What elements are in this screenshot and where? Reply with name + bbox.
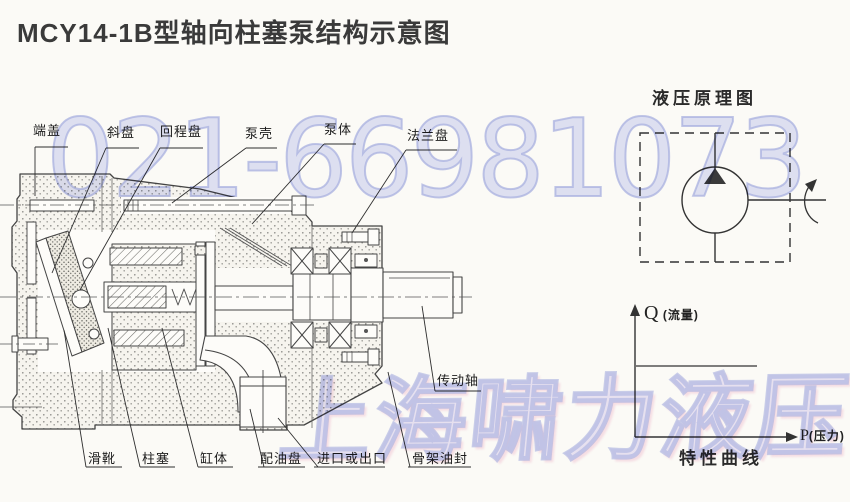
- label-slipper: 滑靴: [88, 451, 117, 466]
- flange-studs: [341, 228, 380, 366]
- label-inlet-outlet: 进口或出口: [317, 451, 388, 466]
- leader-piston: [107, 327, 175, 468]
- inner-shaft: [214, 285, 294, 311]
- ball-joint: [71, 289, 91, 309]
- shaft-tip: [452, 276, 463, 314]
- label-oil-seal: 骨架油封: [412, 451, 469, 466]
- leader-swash-plate: [51, 147, 139, 274]
- label-valve-plate: 配油盘: [260, 451, 303, 466]
- q-unit: (流量): [662, 308, 699, 322]
- pump-cross-section: [0, 173, 472, 433]
- p-axis-label: P(压力): [800, 427, 845, 445]
- label-pump-body: 泵体: [324, 122, 353, 137]
- label-return-plate: 回程盘: [160, 124, 203, 139]
- bearing-top: [290, 247, 352, 275]
- leader-cylinder: [161, 327, 233, 468]
- swash-plate-shape: [45, 230, 105, 353]
- ball-bearings: [290, 247, 352, 349]
- inlet-outlet-elbow: [199, 335, 287, 433]
- curve-title: 特性曲线: [679, 449, 763, 468]
- leader-slipper: [63, 329, 122, 468]
- label-drive-shaft: 传动轴: [437, 373, 480, 388]
- schematic-title: 液压原理图: [652, 89, 757, 108]
- end-cover-slot: [26, 221, 37, 285]
- rotation-arrowhead: [805, 179, 817, 192]
- label-piston: 柱塞: [142, 451, 171, 466]
- p-symbol: P: [800, 427, 809, 444]
- p-unit: (压力): [808, 429, 845, 443]
- leader-lines: [34, 143, 481, 468]
- slipper-shape: [82, 257, 94, 269]
- flow-triangle: [704, 168, 726, 184]
- label-flange: 法兰盘: [407, 128, 450, 143]
- label-cylinder: 缸体: [200, 451, 229, 466]
- leader-inlet-outlet: [277, 417, 385, 468]
- label-swash-plate: 斜盘: [107, 125, 136, 140]
- piston-upper: [109, 247, 183, 266]
- leader-return-plate: [79, 147, 203, 291]
- oil-passage-lines: [219, 227, 293, 267]
- piston-lower: [113, 329, 185, 347]
- characteristic-curve-plot: [630, 304, 798, 442]
- p-axis-arrowhead: [786, 432, 798, 442]
- leader-pump-shell: [171, 147, 277, 204]
- leader-flange: [351, 149, 457, 234]
- leader-end-cover: [34, 146, 68, 196]
- hydraulic-schematic: [639, 132, 826, 263]
- label-pump-shell: 泵壳: [245, 126, 274, 141]
- leader-drive-shaft: [421, 305, 481, 392]
- centerlines: [0, 204, 472, 408]
- leader-valve-plate: [249, 408, 305, 468]
- leader-oil-seal: [387, 371, 471, 468]
- tie-bolt: [29, 195, 307, 216]
- q-axis-arrowhead: [630, 304, 640, 316]
- leader-pump-body: [251, 143, 356, 225]
- seal-carrier: [350, 267, 384, 323]
- page-title: MCY14-1B型轴向柱塞泵结构示意图: [17, 18, 451, 48]
- bearing-bottom: [290, 321, 352, 349]
- label-end-cover: 端盖: [33, 123, 62, 138]
- slipper-shape: [88, 328, 100, 340]
- q-axis-label: Q (流量): [644, 303, 699, 324]
- drive-shaft-assembly: [214, 267, 463, 323]
- end-cover-slot: [26, 297, 37, 355]
- outer-shaft: [382, 271, 454, 319]
- q-symbol: Q: [644, 302, 659, 324]
- oil-seal-shape: [354, 253, 378, 339]
